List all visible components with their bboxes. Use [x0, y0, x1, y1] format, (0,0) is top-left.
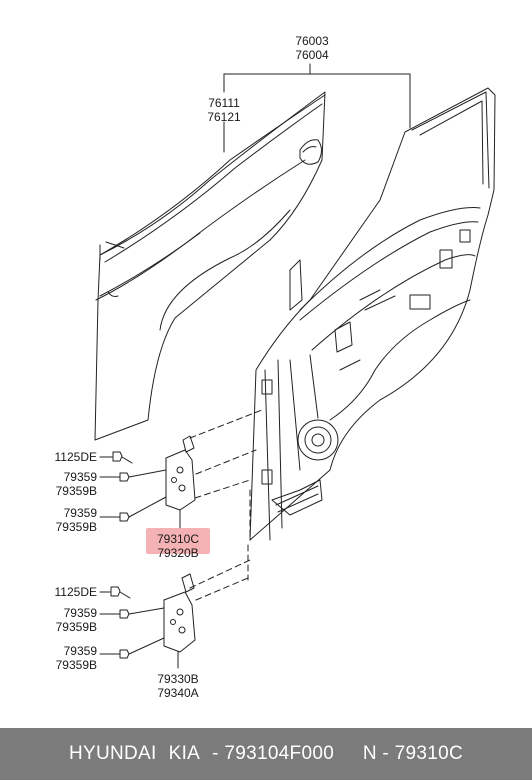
footer-brand: HYUNDAI [69, 743, 157, 764]
parts-diagram [94, 63, 496, 669]
highlight-box [146, 528, 210, 554]
label-screw-l2-a: 79359 [63, 644, 97, 658]
outer-door-panel [94, 91, 326, 441]
footer-part-number: - 793104F000 [212, 743, 335, 764]
label-76111: 76111 [208, 96, 240, 110]
label-76004: 76004 [295, 48, 329, 62]
label-screw-l1-a: 79359 [63, 606, 97, 620]
label-screw-u2-a: 79359 [63, 506, 97, 520]
footer-short-code: N - 79310C [362, 743, 463, 764]
alignment-lines [189, 409, 263, 601]
fasteners [99, 451, 167, 659]
label-screw-l1-b: 79359B [55, 620, 97, 634]
label-hinge-upper-b: 79320B [157, 546, 199, 560]
label-hinge-upper-a: 79310C [156, 532, 200, 546]
footer-brand2: KIA [168, 743, 201, 764]
upper-hinge [165, 435, 196, 529]
label-screw-l2-b: 79359B [55, 658, 97, 672]
label-hinge-lower-b: 79340A [157, 686, 199, 700]
lower-hinge [163, 573, 196, 669]
label-76121: 76121 [207, 110, 241, 124]
label-bolt-upper: 1125DE [54, 450, 97, 464]
label-screw-u1-a: 79359 [63, 470, 97, 484]
label-screw-u1-b: 79359B [55, 484, 97, 498]
door-frame [249, 87, 496, 541]
footer-bar: HYUNDAI KIA - 793104F000 N - 79310C [0, 728, 532, 780]
label-bolt-lower: 1125DE [54, 585, 97, 599]
leader-76003 [223, 63, 411, 153]
label-hinge-lower-a: 79330B [157, 672, 199, 686]
label-screw-u2-b: 79359B [55, 520, 97, 534]
label-76003: 76003 [295, 34, 329, 48]
